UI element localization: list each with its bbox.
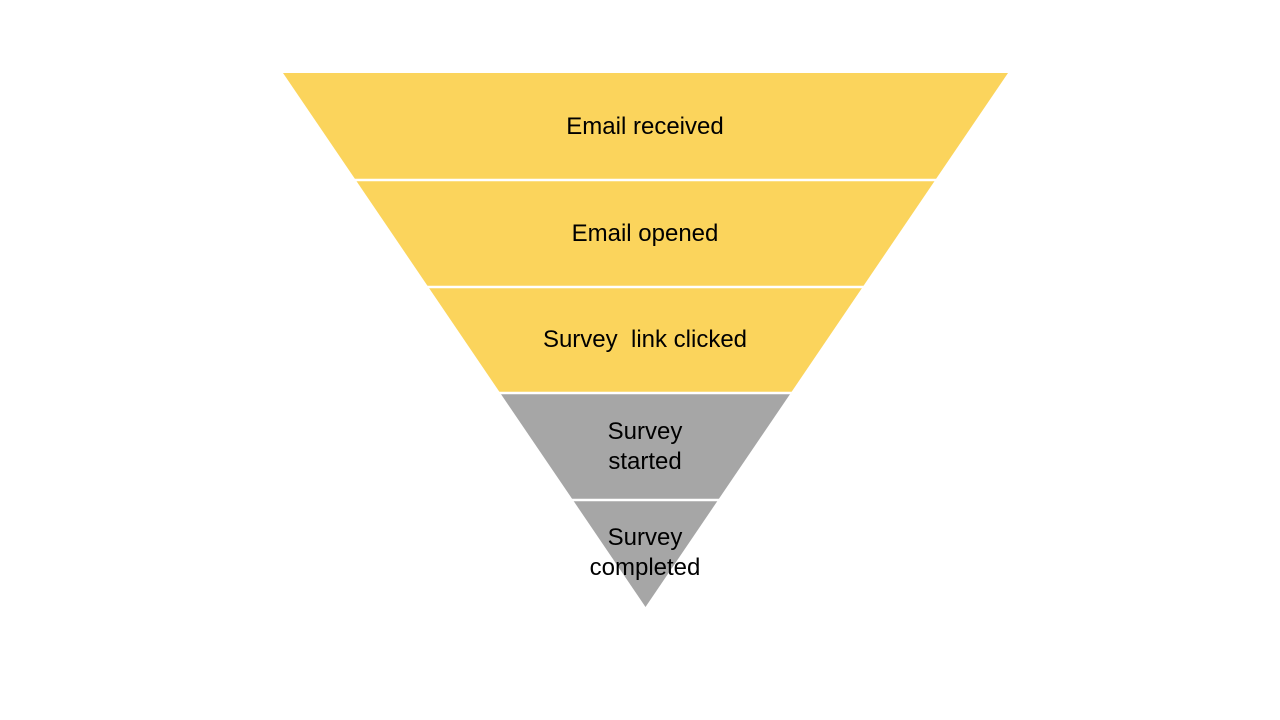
funnel-segment-survey-link-clicked xyxy=(428,287,863,393)
funnel-segment-email-opened xyxy=(355,180,936,287)
funnel-segment-survey-completed xyxy=(572,500,719,607)
funnel-segment-survey-started xyxy=(500,393,791,500)
funnel-segment-email-received xyxy=(283,73,1008,180)
